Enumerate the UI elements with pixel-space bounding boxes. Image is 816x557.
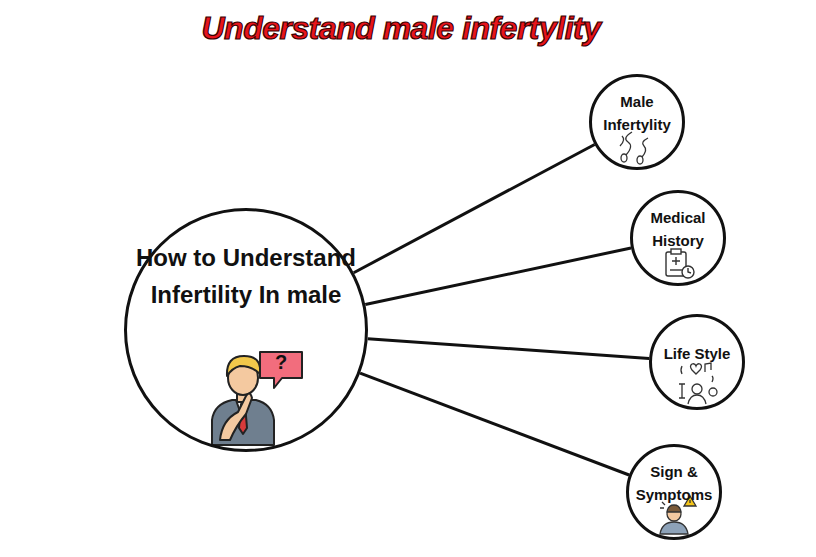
lifestyle-icon: [679, 363, 717, 404]
connector-line: [354, 145, 595, 273]
node-label: Male Infertylity: [596, 91, 678, 136]
medical-record-icon: [666, 249, 694, 278]
subtopic-circle: Male Infertylity: [589, 74, 685, 170]
node-label: Life Style: [655, 343, 739, 366]
connector-line: [368, 339, 649, 359]
subtopic-circle: Medical History: [630, 190, 726, 286]
node-label: Sign & Symptoms: [633, 461, 715, 506]
subtopic-circle: Life Style: [649, 314, 745, 410]
diagram-title: Understand male infertylity: [0, 10, 802, 47]
bubble-symbol: ?: [271, 351, 291, 374]
sperm-icon: [620, 132, 648, 164]
thinking-person-icon: [212, 352, 302, 445]
connector-line: [360, 373, 629, 475]
connector-line: [365, 248, 631, 305]
node-label: Medical History: [637, 207, 719, 252]
main-topic-circle: How to Understand Infertility In male: [124, 208, 368, 452]
subtopic-circle: Sign & Symptoms: [626, 444, 722, 540]
node-label: How to Understand Infertility In male: [128, 239, 364, 313]
